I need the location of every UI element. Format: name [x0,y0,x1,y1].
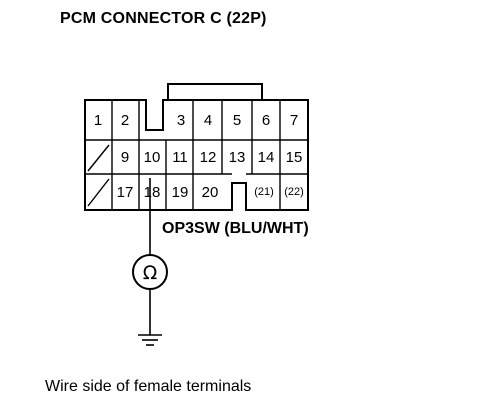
pin-label: (21) [254,186,274,198]
pin-label: 1 [94,112,102,129]
pin-label: 11 [172,149,188,166]
pin-label: 4 [204,112,212,129]
pin-labels: 1 2 3 4 5 6 7 9 10 11 12 13 14 15 17 18 … [94,112,304,201]
pin-label: 19 [172,184,189,201]
pin-label: 18 [144,184,161,201]
connector-lock-tab [167,83,263,100]
meter-symbol: Ω [143,262,158,284]
row2-dividers [111,140,281,174]
pin-label: 13 [229,149,246,166]
pin-label: (22) [284,186,304,198]
unused-cavity-16 [87,178,110,207]
pin-label: 7 [290,112,298,129]
pin-label: 6 [262,112,270,129]
pin-label: 9 [121,149,129,166]
pin-label: 5 [233,112,241,129]
connector-title: PCM CONNECTOR C (22P) [60,10,267,27]
connector-outline [84,99,309,211]
ohmmeter-icon: Ω [132,254,168,290]
unused-cavity-8 [87,144,110,172]
pin-label: 20 [202,184,219,201]
wire-label: OP3SW (BLU/WHT) [162,220,309,237]
row3-dividers [111,174,281,210]
pin-label: 15 [286,149,303,166]
pin-label: 12 [200,149,217,166]
pin-label: 10 [144,149,161,166]
ground-icon [138,334,162,346]
pin-label: 14 [258,149,275,166]
diagram-caption: Wire side of female terminals [45,378,252,395]
pin-label: 3 [177,112,185,129]
pin-label: 17 [117,184,134,201]
pin-label: 2 [121,112,129,129]
row1-dividers [111,100,281,140]
